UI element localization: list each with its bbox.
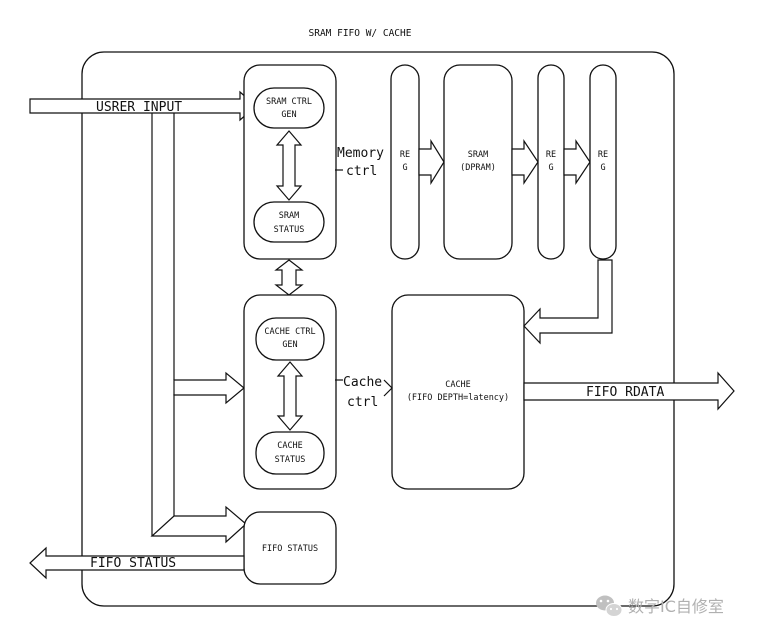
reg-block-3 xyxy=(589,64,617,260)
sram-status-label-1: SRAM xyxy=(279,211,299,221)
fifo-rdata-arrow xyxy=(523,371,735,411)
sram-status-block xyxy=(253,201,325,243)
reg-3-label-2: G xyxy=(600,163,605,173)
cache-ctrl-connector xyxy=(383,379,393,397)
sram-status-label-2: STATUS xyxy=(274,225,305,235)
fifo-status-output-label: FIFO STATUS xyxy=(90,556,176,571)
reg-block-1 xyxy=(390,64,420,260)
reg3-to-cache-arrow xyxy=(523,259,613,345)
cache-ctrl-label-2: ctrl xyxy=(347,395,378,410)
reg-1-label-2: G xyxy=(402,163,407,173)
memory-ctrl-label-1: Memory xyxy=(337,146,384,161)
cache-ctrl-label-1: Cache xyxy=(343,375,382,390)
sram-block xyxy=(443,64,513,260)
watermark: 数字IC自修室 xyxy=(596,595,724,617)
memory-ctrl-label-2: ctrl xyxy=(346,164,377,179)
reg1-to-sram-arrow xyxy=(418,138,445,186)
cache-label-1: CACHE xyxy=(445,380,471,390)
reg-3-label-1: RE xyxy=(598,150,608,160)
reg-2-label-1: RE xyxy=(546,150,556,160)
cache-ctrl-input-arrow xyxy=(173,371,245,405)
diagram-title: SRAM FIFO W/ CACHE xyxy=(309,28,412,39)
fifo-status-block xyxy=(243,511,337,585)
sram-label-2: (DPRAM) xyxy=(460,163,496,173)
cache-label-2: (FIFO DEPTH=latency) xyxy=(407,393,509,403)
sram-ctrl-gen-block xyxy=(253,87,325,129)
cache-ctrl-gen-block xyxy=(255,317,325,361)
wechat-icon xyxy=(596,595,623,617)
fifo-status-output-arrow xyxy=(29,546,245,580)
outer-boundary xyxy=(81,51,675,607)
cache-status-label-1: CACHE xyxy=(277,441,303,451)
reg-2-label-2: G xyxy=(548,163,553,173)
cache-internal-arrow xyxy=(276,361,304,431)
fifo-status-input-arrow xyxy=(150,505,247,544)
sram-to-reg2-arrow xyxy=(511,139,539,185)
sram-label-1: SRAM xyxy=(468,150,488,160)
sram-ctrl-gen-label-2: GEN xyxy=(281,110,296,120)
reg-1-label-1: RE xyxy=(400,150,410,160)
cache-ctrl-gen-label-2: GEN xyxy=(282,340,297,350)
cache-block xyxy=(391,294,525,490)
user-input-label: USRER INPUT xyxy=(96,100,182,115)
reg2-to-reg3-arrow xyxy=(563,139,591,185)
watermark-text: 数字IC自修室 xyxy=(628,597,724,616)
fifo-rdata-label: FIFO RDATA xyxy=(586,385,664,400)
cache-ctrl-gen-label-1: CACHE CTRL xyxy=(264,327,315,337)
fifo-status-block-label: FIFO STATUS xyxy=(262,544,318,554)
reg-block-2 xyxy=(537,64,565,260)
sram-internal-arrow xyxy=(275,130,303,201)
cache-status-label-2: STATUS xyxy=(275,455,306,465)
sram-ctrl-gen-label-1: SRAM CTRL xyxy=(266,97,312,107)
cache-status-block xyxy=(255,431,325,475)
